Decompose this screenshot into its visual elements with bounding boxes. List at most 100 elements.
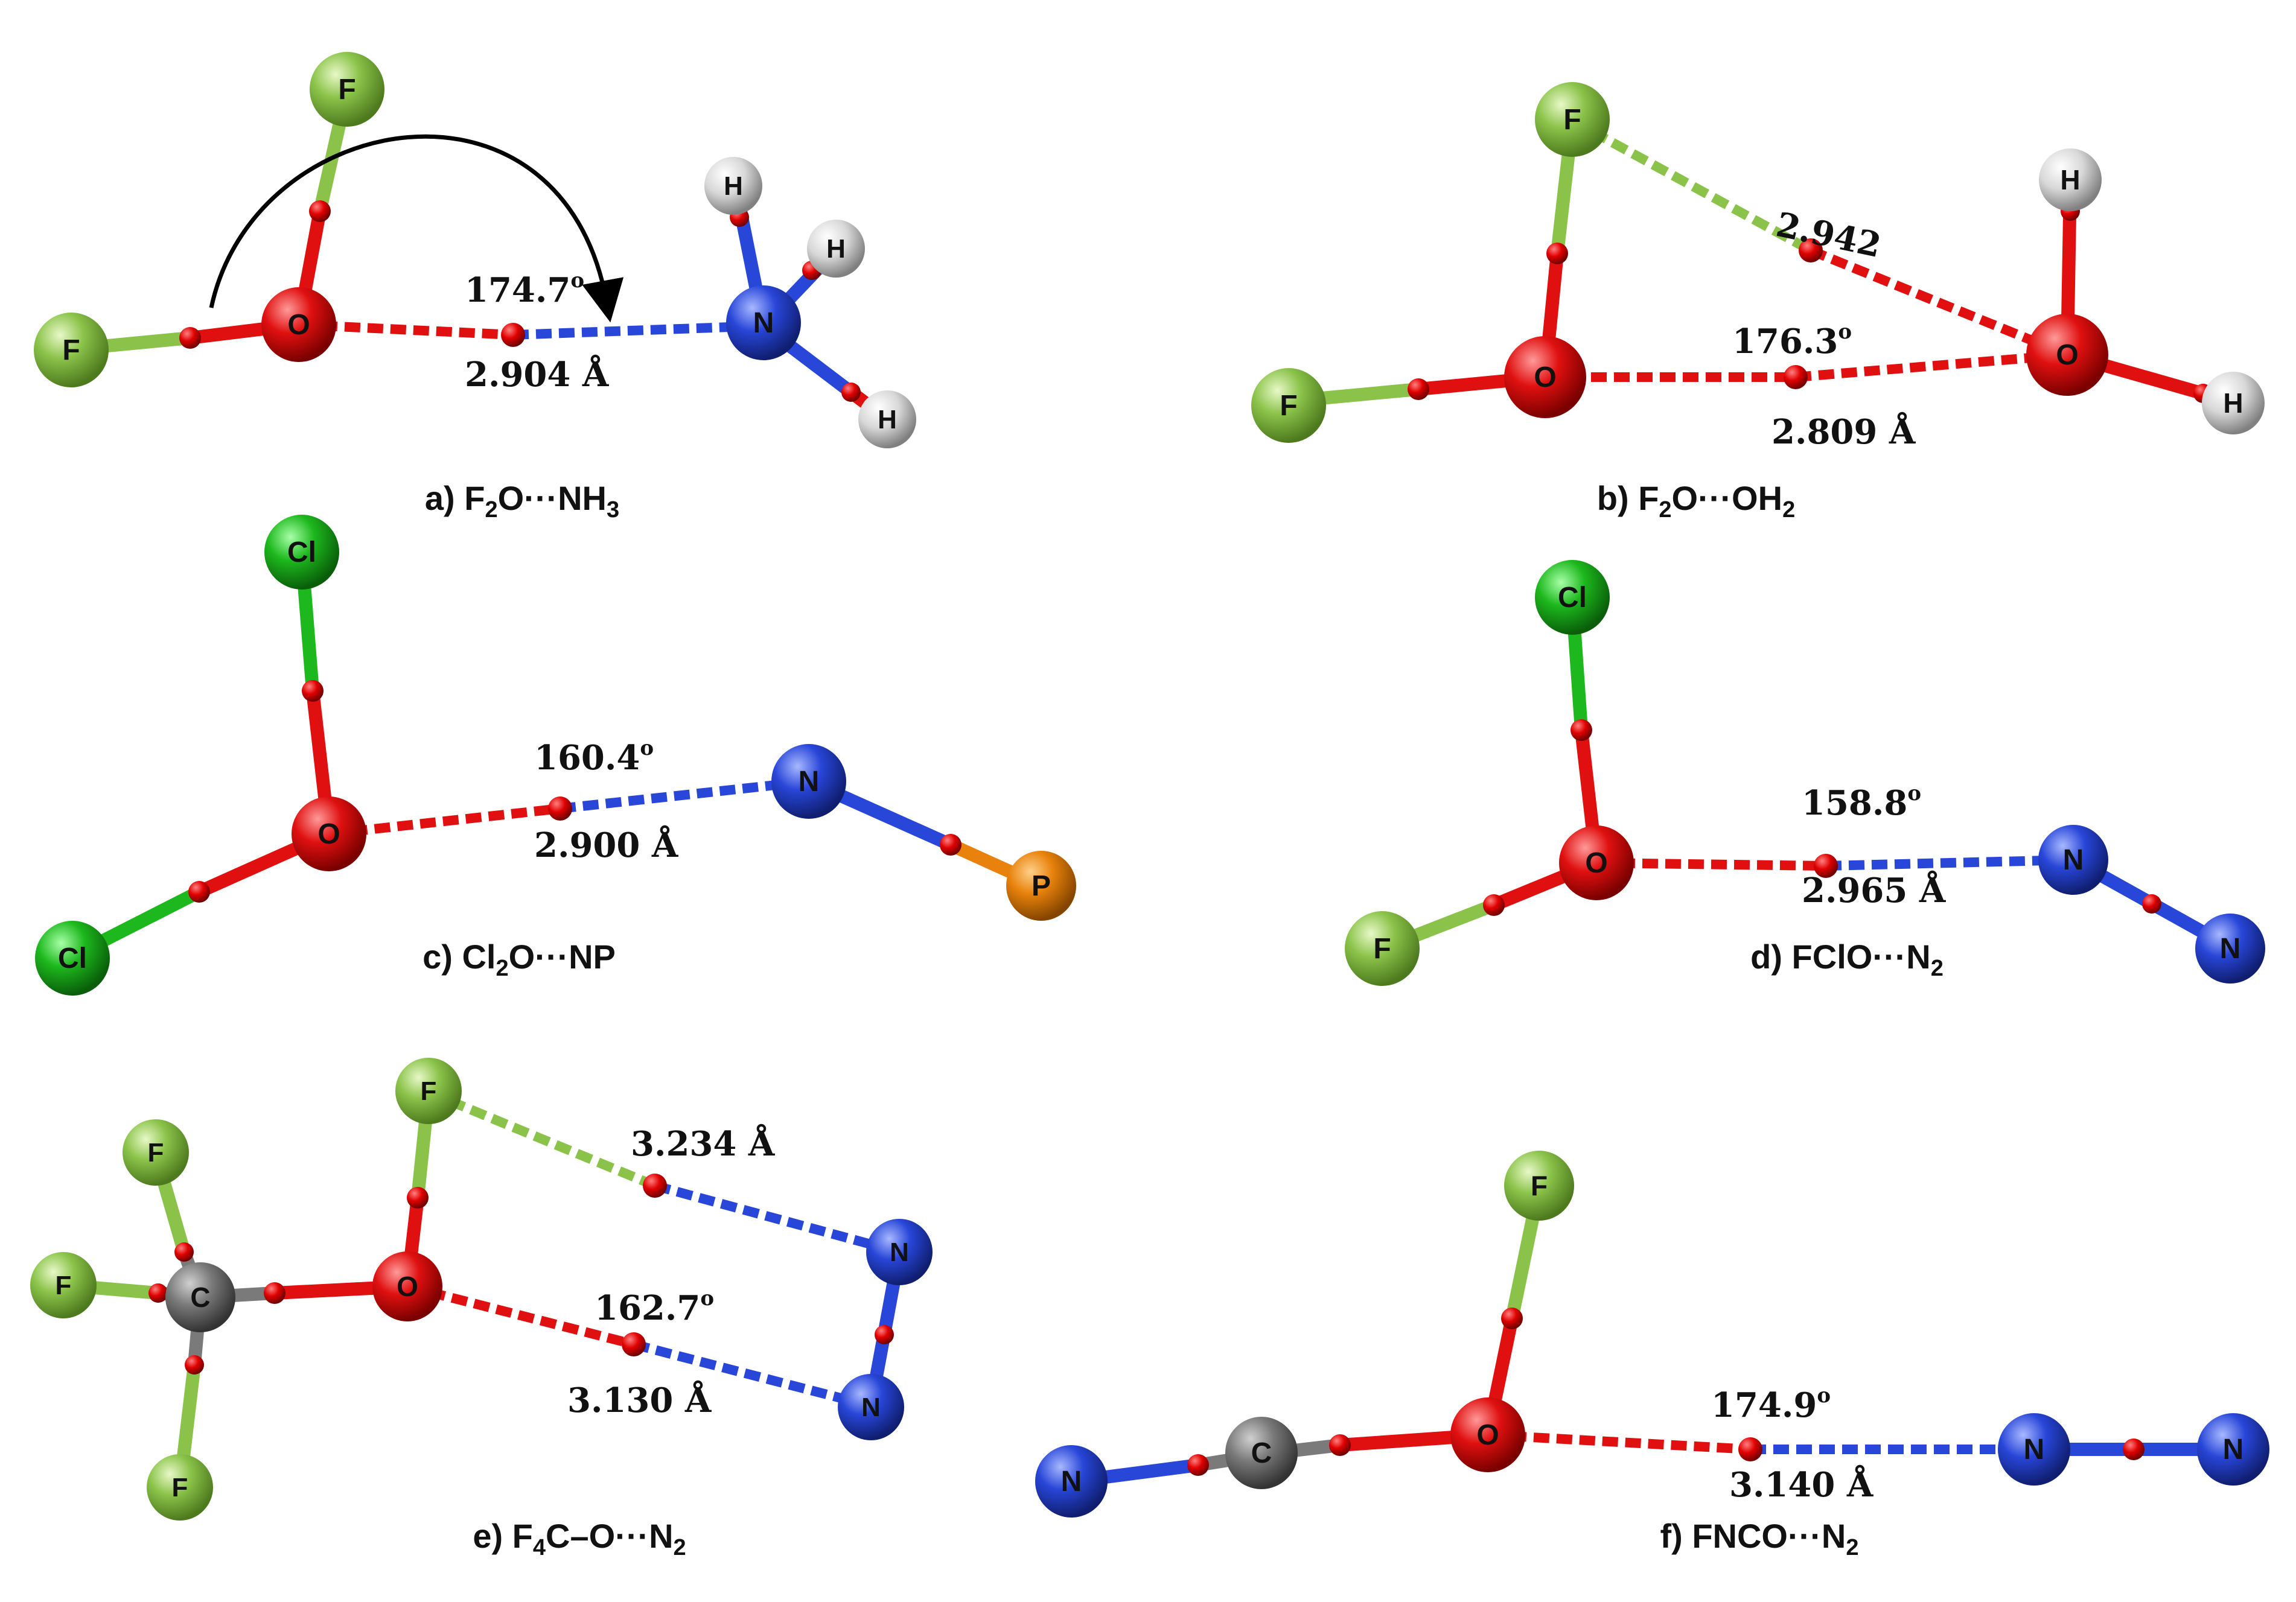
atom-F-e1: F — [123, 1119, 189, 1186]
angle-arrow — [209, 134, 624, 323]
svg-text:H: H — [826, 234, 846, 264]
svg-text:F: F — [338, 74, 356, 106]
atom-H-a1: H — [704, 157, 762, 215]
svg-text:F: F — [56, 1271, 72, 1300]
atom-F-b2: F — [1251, 368, 1326, 443]
svg-text:O: O — [2056, 339, 2078, 371]
atom-F-b1: F — [1535, 82, 1610, 157]
svg-text:H: H — [878, 405, 897, 434]
panel-f: F O C N N N 174.9o 3.140 Å f) FNCO···N2 — [1035, 1151, 2269, 1560]
panel-c: Cl Cl O N P 160.4o 2.900 Å c) Cl2O···NP — [35, 515, 1076, 996]
atom-F-d: F — [1345, 911, 1420, 986]
panel-d: Cl O F N N 158.8o 2.965 Å d) FClO···N2 — [1345, 560, 2265, 986]
panel-b: F F O O H H 2.942 176.3o 2.809 Å b) F2O·… — [1251, 82, 2265, 523]
atom-O-b2: O — [2026, 314, 2108, 396]
atom-F-a2: F — [34, 313, 109, 387]
atom-O-e: O — [372, 1251, 442, 1321]
svg-text:O: O — [287, 309, 310, 341]
atom-F-f: F — [1504, 1151, 1574, 1221]
distance-label-f: 3.140 Å — [1729, 1464, 1874, 1505]
atom-N-a: N — [726, 285, 801, 360]
svg-text:F: F — [1563, 104, 1581, 136]
svg-text:N: N — [2024, 1434, 2045, 1466]
atom-N-e1: N — [866, 1219, 933, 1285]
atom-Cl-c2: Cl — [35, 921, 110, 996]
atom-Cl-d: Cl — [1535, 560, 1610, 635]
atom-P-c: P — [1006, 851, 1076, 921]
svg-text:F: F — [62, 334, 80, 366]
atom-C-e: C — [165, 1262, 235, 1332]
panel-e: F F F C O F N N 3.234 Å 162.7o 3.130 Å e… — [30, 1058, 933, 1560]
bond-critical-points-e — [148, 1174, 894, 1375]
atom-H-b1: H — [2039, 148, 2102, 211]
atom-F-e4: F — [395, 1058, 462, 1124]
angle-label-a: 174.7o — [465, 269, 584, 310]
atom-O-d: O — [1559, 825, 1634, 900]
svg-text:N: N — [753, 307, 774, 339]
caption-e: e) F4C–O···N2 — [473, 1517, 686, 1560]
svg-text:Cl: Cl — [58, 942, 87, 974]
svg-text:C: C — [1251, 1437, 1272, 1469]
svg-text:F: F — [172, 1473, 188, 1502]
caption-c: c) Cl2O···NP — [423, 938, 616, 981]
distance-label-e: 3.130 Å — [567, 1380, 712, 1420]
atom-C-f: C — [1225, 1417, 1298, 1489]
caption-b: b) F2O···OH2 — [1597, 479, 1795, 523]
atom-O-a: O — [261, 287, 336, 362]
atom-H-b2: H — [2202, 372, 2265, 434]
atom-O-b1: O — [1504, 336, 1586, 418]
svg-text:N: N — [861, 1393, 881, 1422]
svg-text:N: N — [890, 1238, 909, 1267]
atom-F-e3: F — [147, 1454, 213, 1521]
svg-text:O: O — [1534, 361, 1556, 393]
svg-text:N: N — [1061, 1466, 1082, 1498]
bond-critical-points-c — [188, 680, 961, 903]
svg-text:Cl: Cl — [287, 536, 316, 568]
svg-text:H: H — [2223, 387, 2243, 419]
svg-text:F: F — [1373, 933, 1391, 965]
svg-text:F: F — [1531, 1170, 1548, 1201]
atom-F-e2: F — [30, 1252, 97, 1318]
distance-label-d: 2.965 Å — [1802, 870, 1947, 911]
caption-a: a) F2O···NH3 — [425, 479, 619, 523]
panel-a: F F O N H H H 174.7o 2.904 Å a) F2O···NH… — [34, 52, 916, 523]
atom-N-f3: N — [2197, 1413, 2269, 1486]
atom-N-d2: N — [2195, 914, 2265, 984]
svg-text:H: H — [2060, 164, 2080, 195]
bond-critical-points-d — [1483, 719, 2161, 916]
distance-label-b: 2.809 Å — [1771, 412, 1916, 452]
atom-N-f2: N — [1998, 1413, 2070, 1486]
svg-text:N: N — [2223, 1434, 2244, 1466]
atom-N-c: N — [771, 744, 846, 819]
svg-text:F: F — [1280, 390, 1297, 422]
svg-text:P: P — [1032, 870, 1051, 902]
svg-text:O: O — [397, 1271, 418, 1302]
atom-H-a3: H — [858, 390, 916, 448]
svg-text:C: C — [190, 1282, 210, 1313]
svg-text:F: F — [148, 1138, 164, 1168]
angle-label-f: 174.9o — [1711, 1384, 1831, 1425]
svg-text:O: O — [1476, 1419, 1499, 1451]
atom-N-d1: N — [2038, 825, 2108, 895]
atom-O-c: O — [292, 796, 366, 871]
atom-N-e2: N — [838, 1374, 904, 1440]
bond-critical-points-f — [1187, 1308, 2145, 1476]
svg-text:F: F — [421, 1076, 437, 1106]
svg-text:N: N — [2063, 844, 2084, 876]
atom-N-f1: N — [1035, 1445, 1108, 1518]
distance-label-c: 2.900 Å — [534, 825, 679, 865]
angle-label-d: 158.8o — [1802, 781, 1921, 823]
bond-critical-points-a — [179, 200, 861, 402]
svg-text:O: O — [317, 818, 340, 850]
angle-label-b: 176.3o — [1732, 320, 1852, 361]
caption-f: f) FNCO···N2 — [1660, 1517, 1858, 1560]
distance-label-a: 2.904 Å — [465, 354, 610, 395]
atom-F-a1: F — [310, 52, 384, 127]
svg-text:O: O — [1585, 847, 1607, 879]
atom-Cl-c1: Cl — [264, 515, 339, 590]
angle-label-c: 160.4o — [534, 736, 654, 778]
caption-d: d) FClO···N2 — [1750, 938, 1944, 981]
atom-H-a2: H — [807, 220, 865, 278]
secondary-distance-label-b: 2.942 — [1773, 205, 1884, 265]
